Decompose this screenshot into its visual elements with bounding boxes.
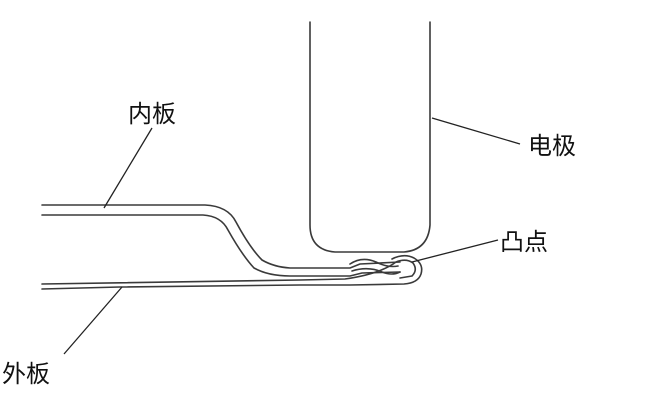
leader-inner-panel bbox=[103, 127, 153, 209]
electrode bbox=[309, 21, 431, 253]
inner-panel-upper-edge bbox=[41, 204, 401, 269]
label-electrode: 电极 bbox=[528, 132, 576, 160]
inner-panel-lower-edge bbox=[41, 214, 401, 277]
projection-bump-inner bbox=[351, 267, 401, 275]
label-projection: 凸点 bbox=[500, 228, 548, 256]
label-outer-panel: 外板 bbox=[2, 360, 50, 388]
outer-panel-lower-edge bbox=[41, 254, 423, 290]
leader-electrode bbox=[431, 117, 521, 145]
outer-panel-hem bbox=[41, 259, 417, 285]
label-inner-panel: 内板 bbox=[128, 100, 176, 128]
leader-projection bbox=[411, 239, 499, 263]
projection-bump bbox=[349, 258, 399, 268]
leader-outer-panel bbox=[63, 286, 123, 355]
